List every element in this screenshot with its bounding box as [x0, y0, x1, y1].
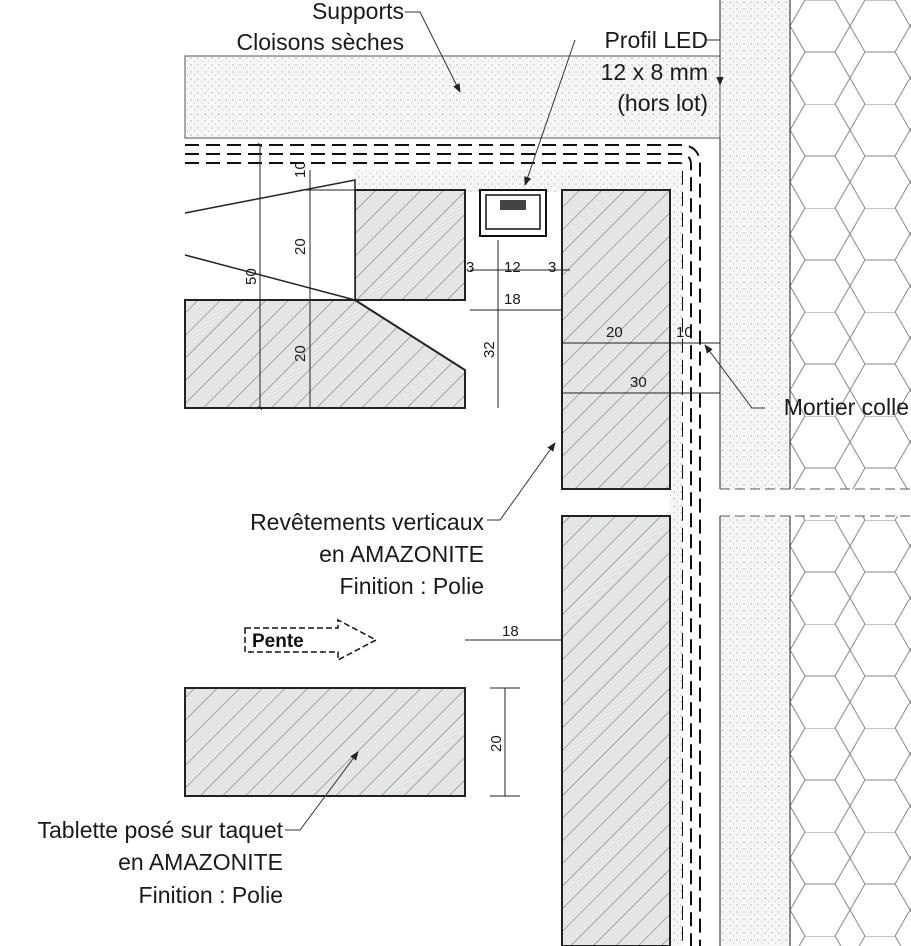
slope-arrow: Pente — [244, 618, 378, 662]
tablette-label-1: Tablette posé sur taquet — [38, 817, 284, 843]
dim-30: 30 — [630, 374, 647, 391]
labels: Supports Cloisons sèches Profil LED 12 x… — [38, 0, 910, 908]
dim-20-bottom: 20 — [292, 345, 309, 362]
dim-12: 12 — [504, 259, 521, 276]
led-label-1: Profil LED — [604, 27, 708, 53]
revetements-label-1: Revêtements verticaux — [250, 509, 484, 535]
vertical-cladding-lower — [561, 515, 671, 946]
dim-32: 32 — [481, 341, 498, 358]
mortier-label: Mortier colle — [784, 394, 909, 420]
masonry-wall — [540, 0, 911, 946]
vertical-cladding-upper — [561, 189, 671, 490]
dim-10-right: 10 — [676, 324, 693, 341]
dim-20-right: 20 — [606, 324, 623, 341]
dim-20-shelf: 20 — [488, 735, 505, 752]
pente-label: Pente — [252, 631, 304, 652]
revetements-label-3: Finition : Polie — [340, 573, 484, 599]
dim-50: 50 — [243, 268, 260, 285]
dim-20-top: 20 — [292, 238, 309, 255]
cloisons-label: Cloisons sèches — [237, 29, 404, 55]
dim-18-bottom: 18 — [502, 623, 519, 640]
dim-10-top: 10 — [292, 161, 309, 178]
led-profile — [479, 189, 547, 237]
drywall-support — [184, 55, 721, 139]
dimension-lines — [257, 142, 720, 797]
revetements-label-2: en AMAZONITE — [319, 541, 484, 567]
leader-lines — [285, 11, 765, 831]
dimension-values: 10 20 50 20 3 12 3 18 32 20 10 30 18 20 — [243, 161, 693, 752]
dim-3-left: 3 — [466, 259, 474, 276]
upper-ceiling-slab — [184, 179, 466, 409]
supports-label: Supports — [312, 0, 404, 24]
waterproofing-layers — [185, 144, 701, 946]
tablette-label-3: Finition : Polie — [139, 882, 283, 908]
dim-3-right: 3 — [548, 259, 556, 276]
led-label-2: 12 x 8 mm — [601, 59, 708, 85]
shelf — [184, 687, 466, 797]
dim-18-top: 18 — [504, 291, 521, 308]
led-label-3: (hors lot) — [617, 90, 708, 116]
tablette-label-2: en AMAZONITE — [118, 849, 283, 875]
